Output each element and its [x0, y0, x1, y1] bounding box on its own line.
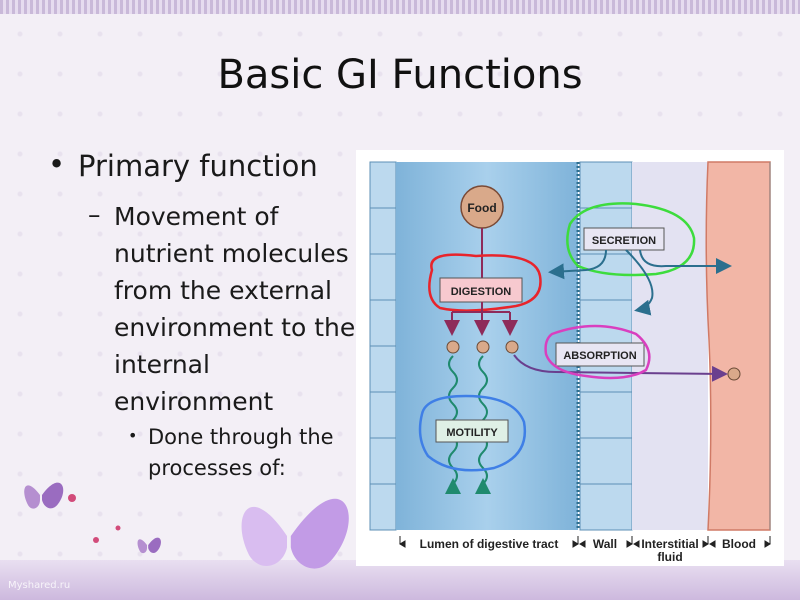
- bullet-level-2: – Movement of nutrient molecules from th…: [48, 198, 368, 420]
- bullet-line: from the external: [114, 276, 332, 305]
- slide-title: Basic GI Functions: [217, 52, 583, 98]
- secretion-arrow-wall: [625, 249, 654, 316]
- lumen-label: Lumen of digestive tract: [420, 537, 559, 551]
- butterfly-icon: [241, 498, 349, 569]
- absorption-highlight: [544, 324, 651, 380]
- secretion-highlight: [566, 202, 696, 277]
- absorption-arrow: [513, 354, 728, 382]
- secretion-label: SECRETION: [592, 235, 656, 247]
- butterfly-icon: [137, 537, 161, 554]
- dash-icon: –: [88, 200, 101, 229]
- gi-diagram-svg: Food DIGESTION ABSORPTION SECRETION: [369, 161, 771, 564]
- bullet-line: nutrient molecules: [114, 239, 349, 268]
- bullet-line: environment: [114, 387, 274, 416]
- secretion-arrow-lumen: [548, 249, 607, 280]
- blood-particle: [727, 367, 741, 381]
- bullet-dot-icon: •: [48, 147, 66, 181]
- interstitial-label-line2: fluid: [657, 550, 682, 564]
- bullet-list: • Primary function – Movement of nutrien…: [48, 147, 368, 484]
- blood-label: Blood: [722, 537, 756, 551]
- nutrient-particle: [476, 340, 490, 354]
- footer-watermark: Myshared.ru: [8, 580, 71, 591]
- motility-highlight: [418, 394, 527, 472]
- digestion-box: [439, 277, 523, 303]
- food-label: Food: [467, 201, 496, 215]
- absorption-box: [555, 342, 645, 367]
- nutrient-particle: [446, 340, 460, 354]
- secretion-arrow-blood: [639, 249, 732, 274]
- absorption-label: ABSORPTION: [563, 350, 636, 362]
- blood-region: [705, 161, 771, 531]
- butterfly-decoration: [24, 482, 349, 569]
- butterfly-icon: [24, 482, 64, 509]
- gi-diagram: Food DIGESTION ABSORPTION SECRETION: [356, 150, 784, 566]
- bullet-level-1: • Primary function: [48, 147, 368, 184]
- bullet-line: Done through the: [148, 425, 334, 449]
- bullet-level-3: • Done through the processes of:: [48, 422, 368, 484]
- bullet-line: processes of:: [148, 456, 286, 480]
- motility-label: MOTILITY: [446, 427, 498, 439]
- nutrient-particle: [505, 340, 519, 354]
- bullet-line: environment to the: [114, 313, 356, 342]
- bullet-text: Primary function: [78, 149, 318, 183]
- motility-box: [435, 419, 509, 443]
- digestion-label: DIGESTION: [451, 286, 512, 298]
- interstitial-label-line1: Interstitial: [641, 537, 698, 551]
- top-stripe: [0, 0, 800, 14]
- secretion-box: [583, 227, 665, 251]
- wall-label: Wall: [593, 537, 617, 551]
- bullet-line: Movement of: [114, 202, 279, 231]
- bullet-line: internal: [114, 350, 210, 379]
- digestion-highlight: [428, 253, 542, 312]
- interstitial-region: [632, 162, 708, 530]
- bottom-band: [0, 560, 800, 600]
- bullet-dot-icon: •: [128, 426, 138, 445]
